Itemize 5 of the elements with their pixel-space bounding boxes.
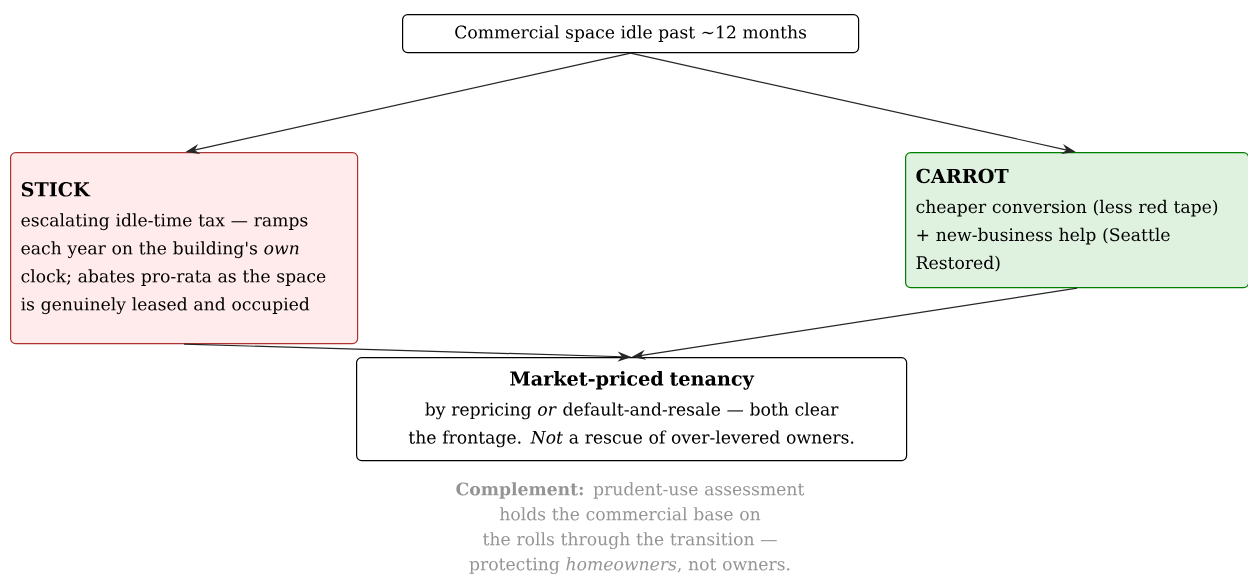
result-box: Market-priced tenancy by repricing or default-and-resale — both clear the frontage. Not a rescue of over-levered owners. (356, 357, 908, 462)
option-card: CARROT cheaper conversion (less red tape) + new-business help (Seattle Restored) (905, 152, 1248, 289)
process-box: Commercial space idle past ∼12 months (402, 14, 860, 54)
note-text: Complement: prudent-use assessment holds the commercial base on the rolls through the transition — protecting homeowners, not owners. (456, 482, 805, 575)
option-card: STICK escalating idle-time tax — ramps each year on the building's own clock; abates pro-rata as the space is genuinely leased and occupied (10, 152, 359, 345)
